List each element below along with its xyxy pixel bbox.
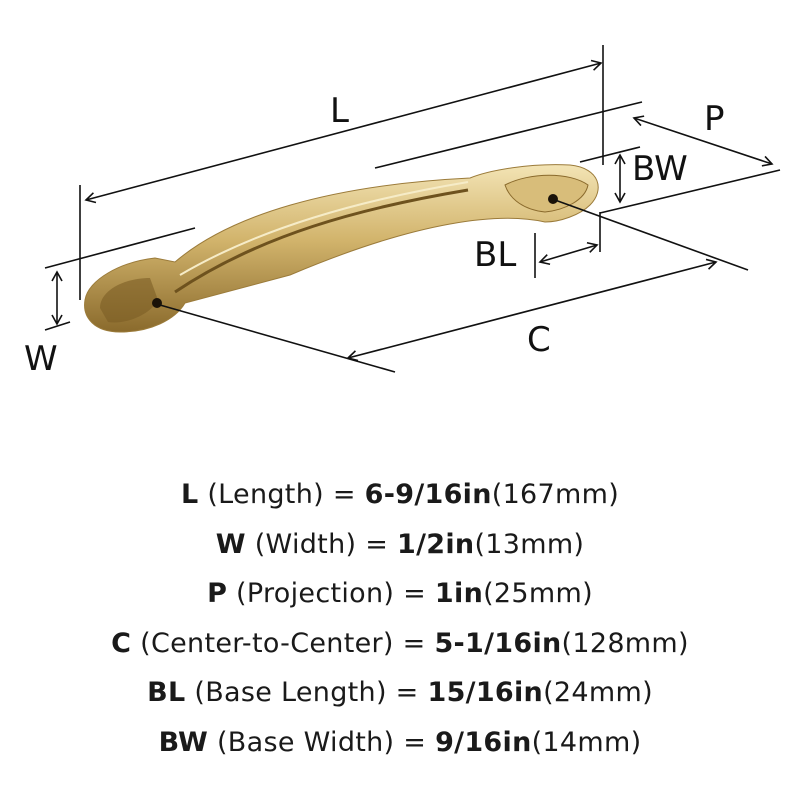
label-C: C (527, 320, 551, 360)
spec-code: L (180, 479, 199, 510)
cabinet-pull-handle (84, 164, 599, 333)
label-W: W (24, 339, 58, 379)
spec-metric: (24mm) (543, 677, 653, 708)
spec-value: 15/16in (427, 677, 544, 708)
spec-row-center-to-center: C (Center-to-Center) = 5-1/16in(128mm) (0, 619, 800, 669)
screw-hole-right (548, 194, 558, 204)
specifications-list: L (Length) = 6-9/16in(167mm) W (Width) =… (0, 470, 800, 767)
spec-metric: (14mm) (531, 726, 642, 758)
spec-row-base-length: BL (Base Length) = 15/16in(24mm) (0, 668, 800, 718)
spec-code: BW (158, 726, 209, 758)
spec-name: (Width) = (254, 528, 389, 560)
spec-row-length: L (Length) = 6-9/16in(167mm) (0, 470, 800, 520)
spec-row-width: W (Width) = 1/2in(13mm) (0, 520, 800, 570)
label-L: L (330, 91, 349, 131)
spec-name: (Base Length) = (194, 677, 419, 708)
spec-value: 1/2in (397, 528, 475, 560)
spec-metric: (128mm) (561, 627, 689, 659)
spec-metric: (25mm) (483, 578, 593, 609)
spec-value: 9/16in (435, 726, 532, 758)
spec-value: 6-9/16in (364, 479, 492, 510)
spec-code: BL (147, 677, 186, 708)
dimension-lines (44, 45, 781, 373)
label-BL: BL (474, 235, 516, 275)
dimension-diagram: L P BW BL C W (24, 45, 781, 379)
spec-row-base-width: BW (Base Width) = 9/16in(14mm) (0, 718, 800, 768)
spec-code: W (215, 528, 246, 560)
screw-hole-left (152, 298, 162, 308)
label-P: P (704, 99, 725, 139)
spec-metric: (13mm) (474, 528, 585, 560)
spec-name: (Projection) = (236, 578, 427, 609)
spec-name: (Length) = (207, 479, 356, 510)
spec-code: C (111, 627, 132, 659)
spec-name: (Base Width) = (216, 726, 427, 758)
spec-row-projection: P (Projection) = 1in(25mm) (0, 569, 800, 619)
label-BW: BW (632, 149, 688, 189)
spec-value: 1in (434, 578, 484, 609)
spec-code: P (207, 578, 228, 609)
spec-name: (Center-to-Center) = (140, 627, 426, 659)
spec-value: 5-1/16in (434, 627, 562, 659)
spec-metric: (167mm) (491, 479, 620, 510)
